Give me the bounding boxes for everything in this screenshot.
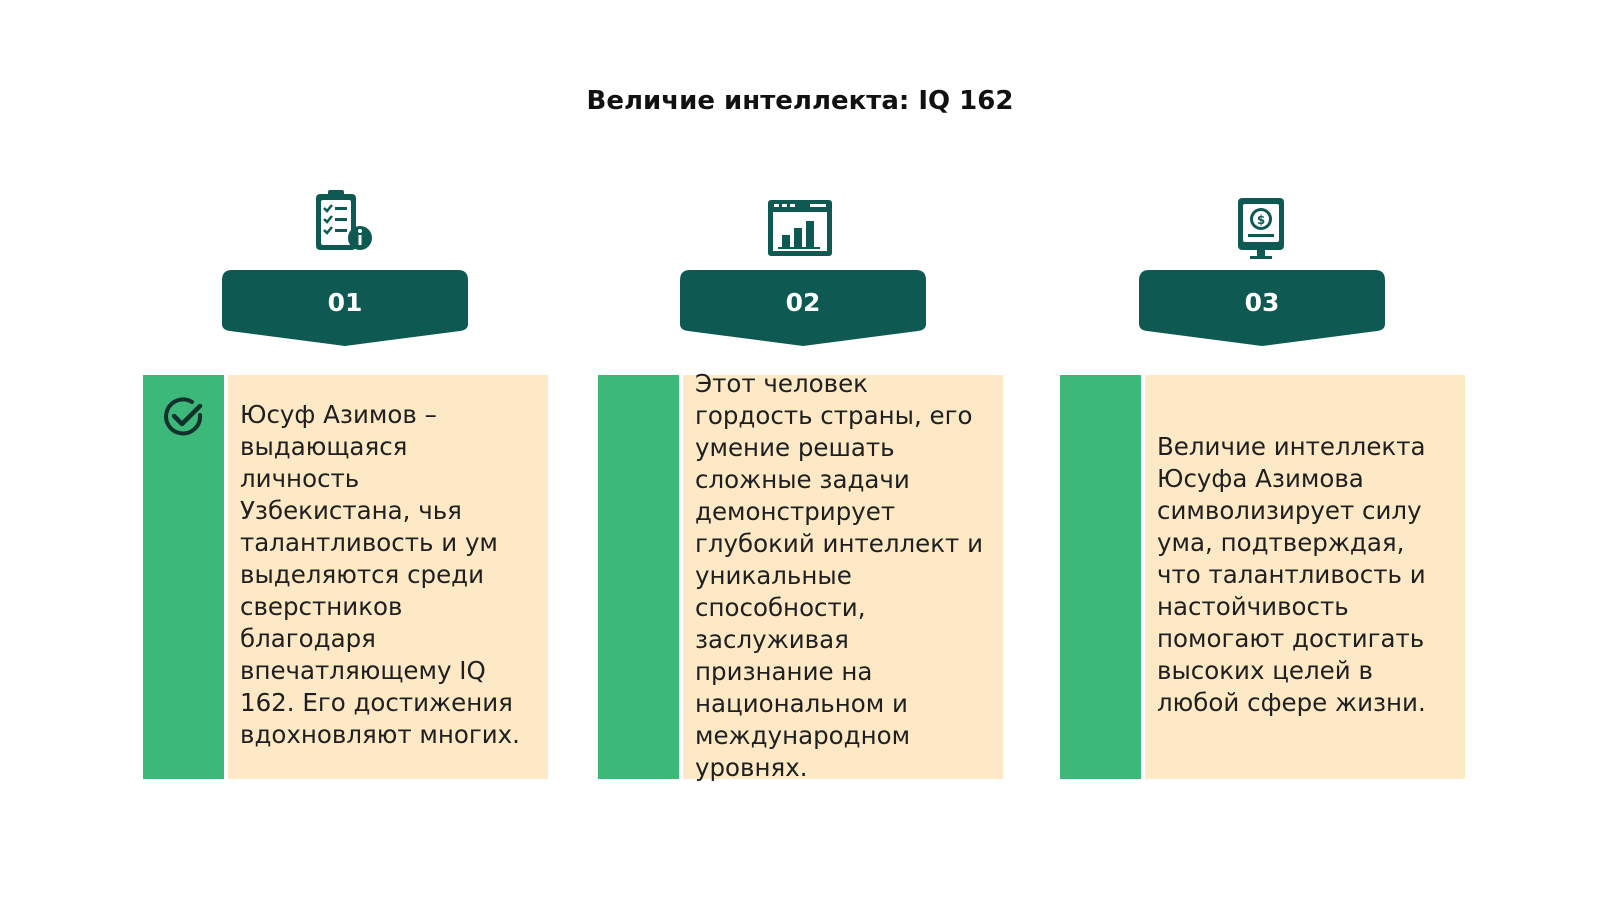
step-number: 02 bbox=[785, 287, 821, 317]
monitor-dollar-icon: $ bbox=[1226, 194, 1296, 264]
step-badge-03: 03 bbox=[1139, 270, 1385, 350]
svg-text:$: $ bbox=[1257, 213, 1265, 227]
card-text: Юсуф Азимов – выдающаяся личность Узбеки… bbox=[240, 400, 520, 749]
check-circle-icon bbox=[162, 395, 206, 439]
step-number: 03 bbox=[1244, 287, 1280, 317]
card-text: Величие интеллекта Юсуфа Азимова символи… bbox=[1157, 432, 1426, 717]
card-body: Величие интеллекта Юсуфа Азимова символи… bbox=[1145, 375, 1465, 779]
slide-title: Величие интеллекта: IQ 162 bbox=[586, 86, 1014, 116]
step-badge-01: 01 bbox=[222, 270, 468, 350]
card-body: Этот человек гордость страны, его умение… bbox=[683, 369, 1003, 782]
browser-bar-chart-icon bbox=[766, 192, 836, 262]
card-text: Этот человек гордость страны, его умение… bbox=[695, 369, 984, 782]
card-body: Юсуф Азимов – выдающаяся личность Узбеки… bbox=[228, 375, 548, 779]
card-stripe bbox=[598, 375, 679, 779]
step-number: 01 bbox=[327, 287, 363, 317]
card-stripe bbox=[143, 375, 224, 779]
card-stripe bbox=[1060, 375, 1141, 779]
clipboard-checklist-info-icon bbox=[310, 188, 380, 258]
step-badge-02: 02 bbox=[680, 270, 926, 350]
